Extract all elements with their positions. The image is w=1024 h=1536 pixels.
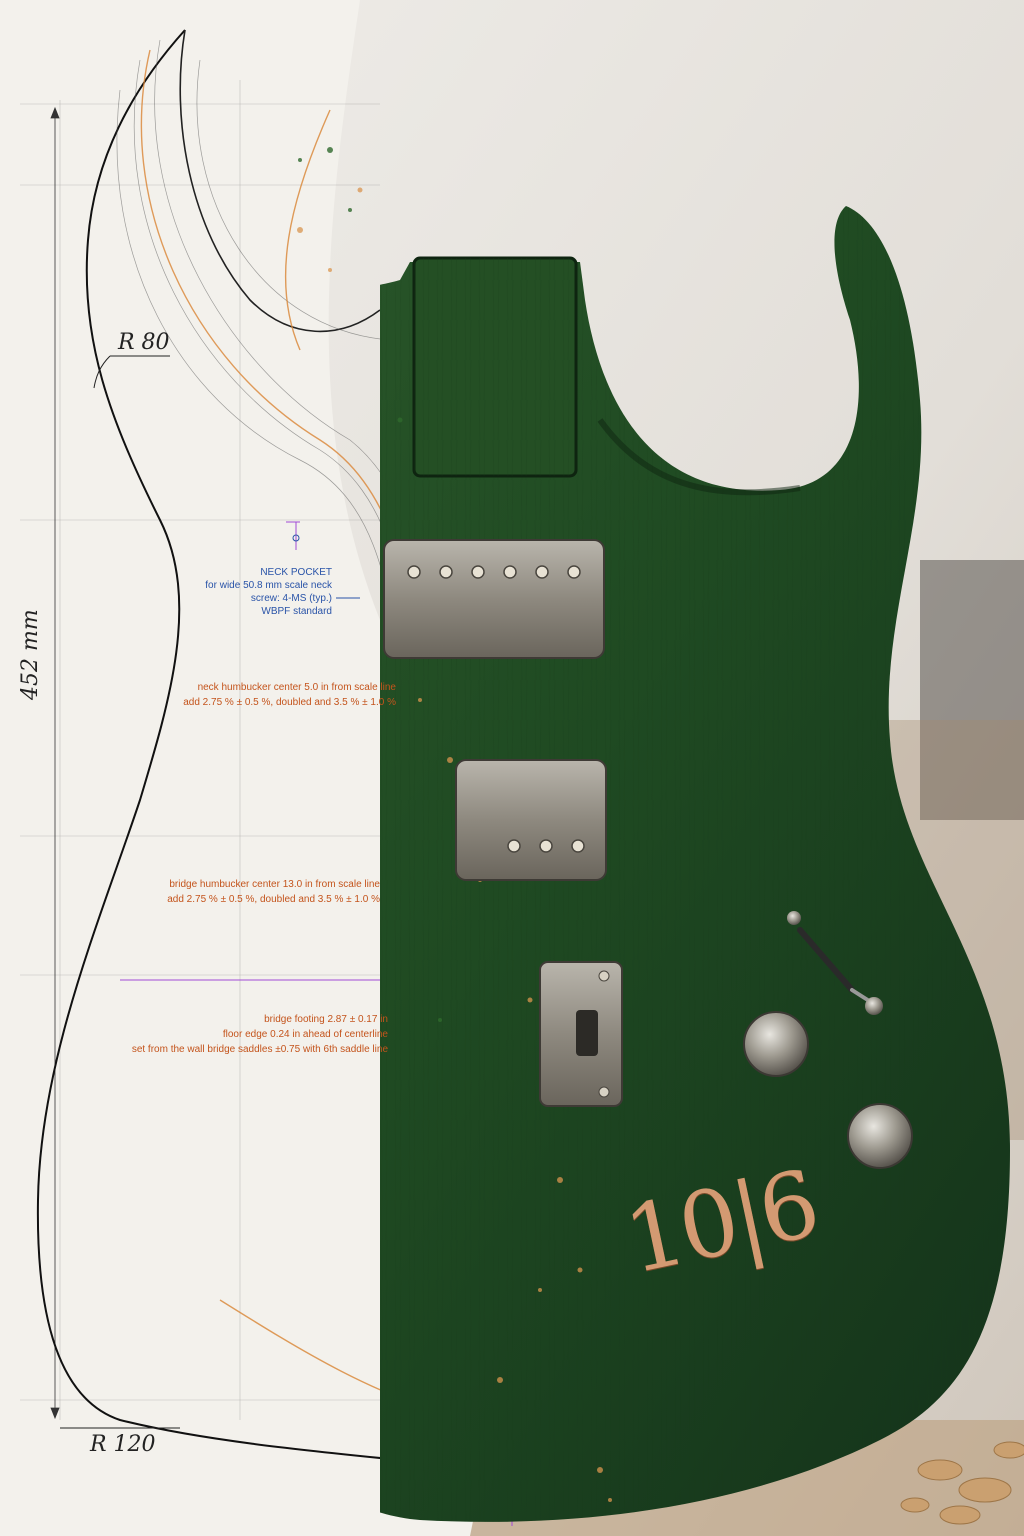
green-dust bbox=[298, 147, 442, 1022]
neck-pocket-line-3: WBPF standard bbox=[261, 606, 332, 617]
guitar-body bbox=[380, 206, 1010, 1522]
upper-radius-label: R 80 bbox=[118, 330, 170, 355]
bridge-humbucker bbox=[455, 759, 607, 881]
volume-knob bbox=[743, 1011, 809, 1077]
wood-shavings bbox=[900, 1441, 1024, 1525]
neck-humbucker-annotation: neck humbucker center 5.0 in from scale … bbox=[150, 680, 396, 710]
height-dimension-line bbox=[50, 106, 60, 1420]
neck-pocket-leader bbox=[292, 534, 360, 599]
pickup-selector-switch bbox=[787, 911, 883, 1015]
tone-knob bbox=[847, 1103, 913, 1169]
neck-humbucker-line-1: neck humbucker center 5.0 in from scale … bbox=[197, 682, 396, 693]
body-outline-sketch bbox=[36, 29, 401, 1461]
neck-pocket-line-2: screw: 4-MS (typ.) bbox=[250, 593, 332, 604]
bridge-footing-annotation: bridge footing 2.87 ± 0.17 in floor edge… bbox=[90, 1012, 388, 1057]
bridge-footing-line-2: floor edge 0.24 in ahead of centerline bbox=[222, 1029, 388, 1040]
bridge-humbucker-line-2: add 2.75 % ± 0.5 %, doubled and 3.5 % ± … bbox=[167, 894, 380, 905]
bridge-humbucker-annotation: bridge humbucker center 13.0 in from sca… bbox=[130, 877, 380, 907]
neck-humbucker-line-2: add 2.75 % ± 0.5 %, doubled and 3.5 % ± … bbox=[183, 697, 396, 708]
height-dimension-label: 452 mm bbox=[18, 609, 43, 700]
bridge-footing-line-1: bridge footing 2.87 ± 0.17 in bbox=[264, 1014, 388, 1025]
neck-pocket-title: NECK POCKET bbox=[260, 567, 332, 578]
bridge-humbucker-line-1: bridge humbucker center 13.0 in from sca… bbox=[169, 879, 380, 890]
neck-pocket bbox=[412, 256, 578, 478]
bridge-hardware bbox=[539, 961, 623, 1107]
neck-humbucker bbox=[383, 539, 605, 659]
lower-radius-label: R 120 bbox=[90, 1432, 156, 1457]
upper-radius-leader bbox=[93, 355, 170, 389]
horn-outline-sketch bbox=[179, 29, 381, 333]
bridge-footing-line-3: set from the wall bridge saddles ±0.75 w… bbox=[131, 1044, 388, 1055]
neck-pocket-annotation: NECK POCKET for wide 50.8 mm scale neck … bbox=[140, 566, 332, 618]
background-monitor bbox=[920, 560, 1024, 820]
neck-pocket-line-1: for wide 50.8 mm scale neck bbox=[205, 580, 332, 591]
